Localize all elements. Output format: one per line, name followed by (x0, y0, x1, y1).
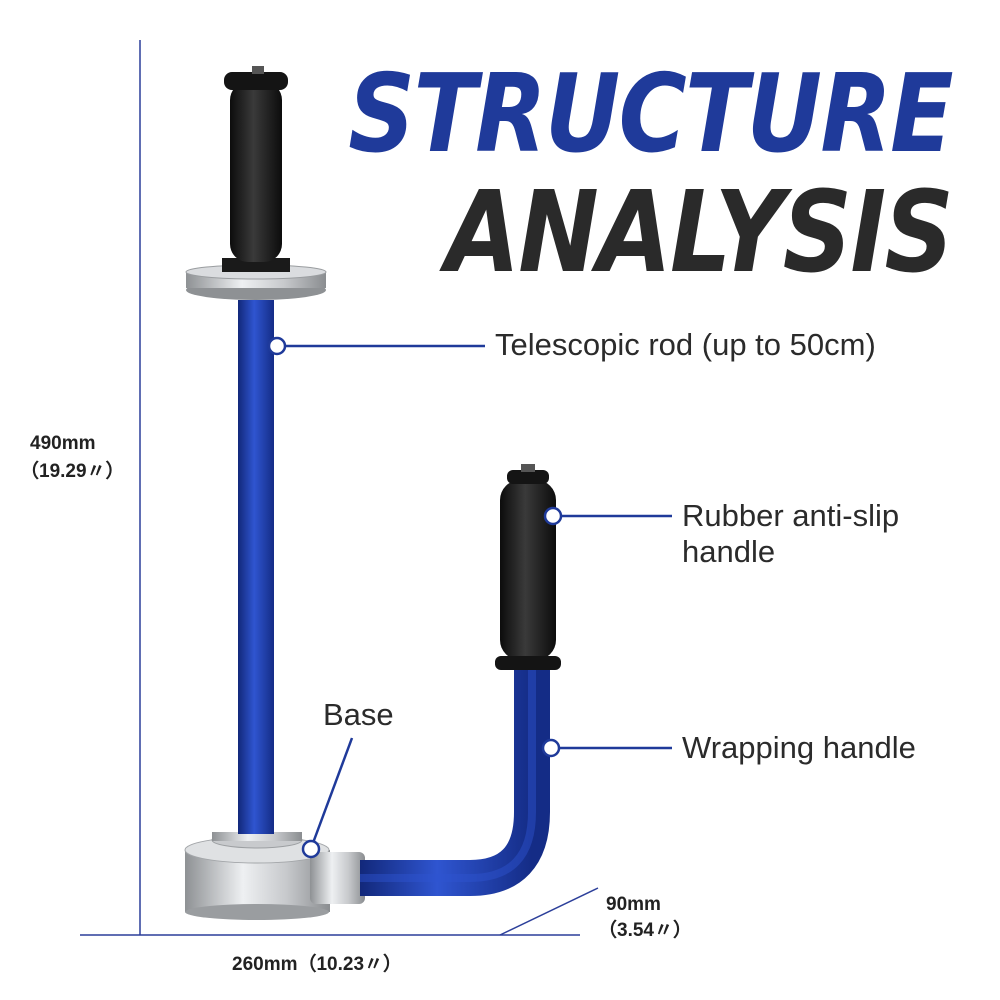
base-callout-label: Base (323, 697, 394, 732)
rod-callout-dot (267, 336, 287, 356)
wrapping-callout-dot (541, 738, 561, 758)
width-label: 260mm（10.23〃） (232, 954, 403, 975)
wrapping-handle-highlight (360, 665, 536, 882)
telescopic-rod (238, 300, 274, 834)
depth-dimension-line (499, 887, 599, 936)
wrapping-callout-label: Wrapping handle (682, 730, 916, 765)
height-in-label: （19.29〃） (20, 461, 125, 482)
side-rubber-grip (495, 464, 561, 670)
top-flange (185, 258, 327, 300)
grip-callout-label-line-2: handle (682, 534, 776, 569)
depth-mm-label: 90mm (606, 894, 661, 915)
base-cylinder (184, 831, 365, 920)
title-line-1: STRUCTURE (348, 52, 953, 177)
title-line-2: ANALYSIS (445, 168, 953, 298)
depth-in-label: （3.54〃） (598, 920, 692, 941)
top-rubber-grip (224, 66, 288, 262)
grip-callout-dot (543, 506, 563, 526)
rod-callout-label: Telescopic rod (up to 50cm) (495, 327, 876, 362)
base-callout-line (311, 737, 354, 844)
wrapping-handle-tube (360, 665, 550, 896)
grip-callout-label-line-1: Rubber anti-slip (682, 498, 900, 533)
height-mm-label: 490mm (30, 433, 96, 454)
base-callout-dot (301, 839, 321, 859)
